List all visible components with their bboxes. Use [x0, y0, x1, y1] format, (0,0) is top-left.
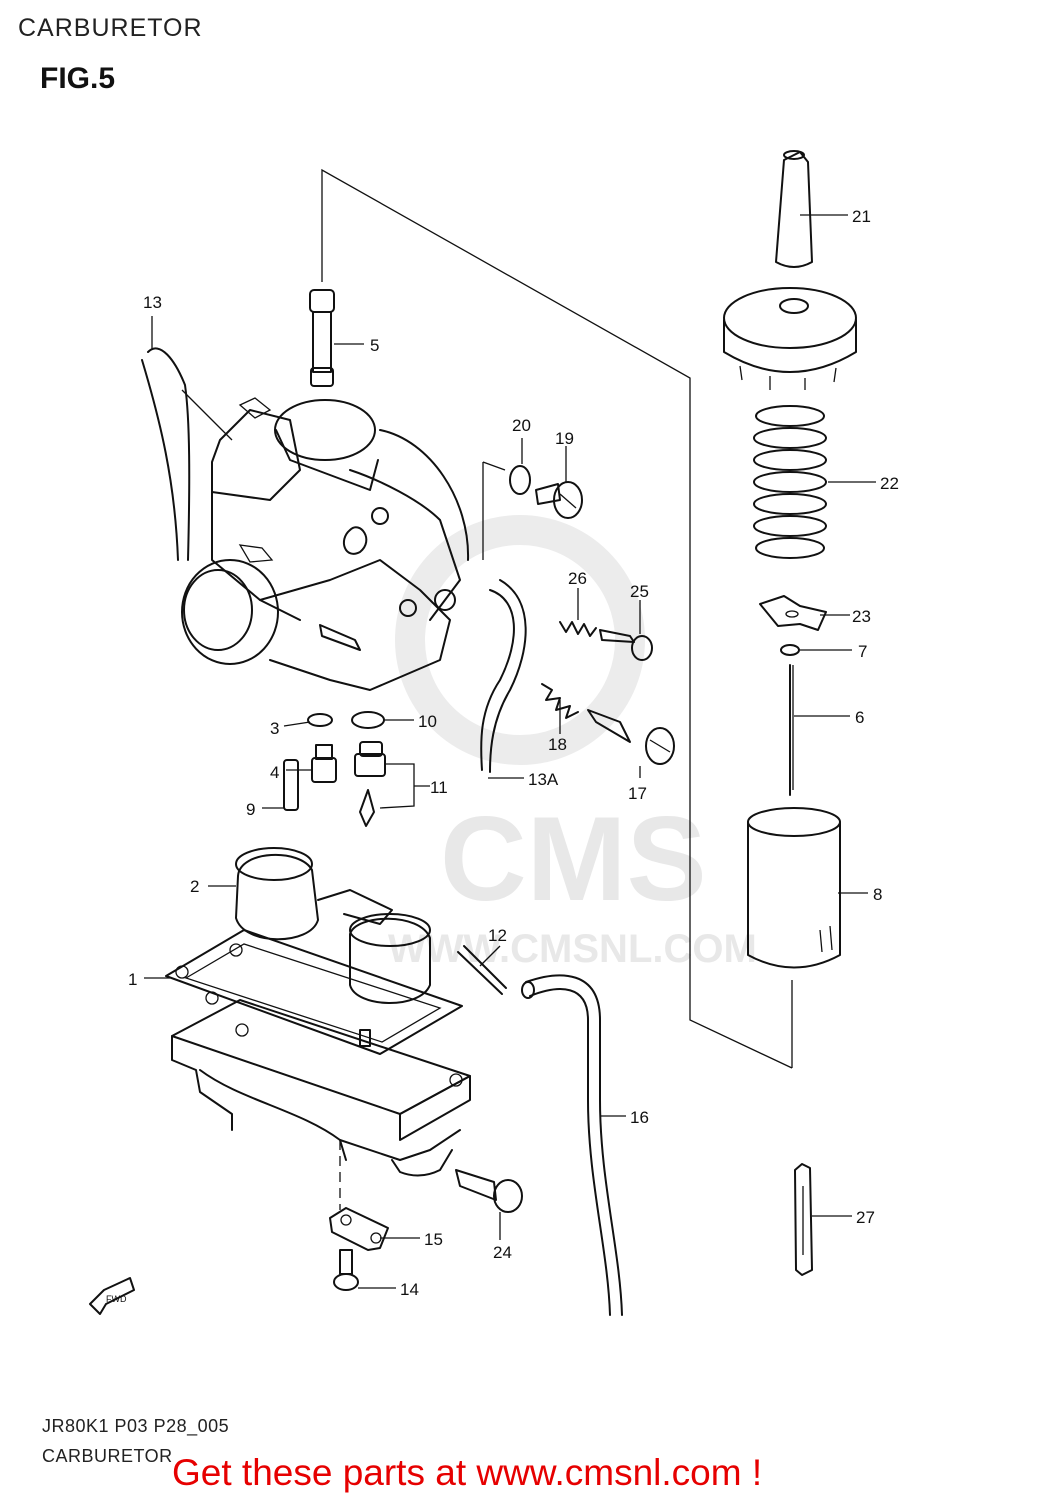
part-26-spring	[559, 621, 597, 637]
part-24-drain-screw	[455, 1169, 523, 1213]
fwd-label: FWD	[106, 1294, 127, 1304]
callout-25: 25	[630, 582, 649, 601]
callout-21: 21	[852, 207, 871, 226]
part-1-gasket	[165, 929, 463, 1055]
callout-20: 20	[512, 416, 531, 435]
part-19-screw	[535, 481, 583, 519]
callout-labels: 1 2 3 4 5 6 7 8 9 10 11 12 13 13A 14 15 …	[128, 207, 899, 1299]
diagram-name: CARBURETOR	[42, 1446, 173, 1466]
part-21-cable-boot	[775, 150, 813, 268]
callout-17: 17	[628, 784, 647, 803]
callout-18: 18	[548, 735, 567, 754]
part-9-pilot-jet	[283, 759, 299, 811]
watermark: CMS WWW.CMSNL.COM	[388, 515, 757, 971]
part-10-washer	[351, 711, 385, 729]
diagram-code: JR80K1 P03 P28_005	[42, 1416, 230, 1436]
part-6-jet-needle	[789, 664, 794, 796]
callout-7: 7	[858, 642, 867, 661]
callout-27: 27	[856, 1208, 875, 1227]
callout-12: 12	[488, 926, 507, 945]
part-top-cap	[723, 287, 857, 390]
part-18-spring	[541, 683, 579, 719]
callout-19: 19	[555, 429, 574, 448]
watermark-url: WWW.CMSNL.COM	[388, 927, 757, 971]
callout-24: 24	[493, 1243, 512, 1262]
part-15-bracket	[329, 1207, 389, 1251]
watermark-brand: CMS	[440, 792, 707, 926]
part-20-o-ring	[509, 465, 531, 495]
part-16-drain-hose	[521, 974, 623, 1316]
part-23-needle-retainer	[759, 595, 827, 631]
page-title: CARBURETOR	[18, 14, 203, 42]
callout-5: 5	[370, 336, 379, 355]
callout-14: 14	[400, 1280, 419, 1299]
callout-13: 13	[143, 293, 162, 312]
callout-6: 6	[855, 708, 864, 727]
part-13-vent-hose	[141, 347, 191, 561]
callout-15: 15	[424, 1230, 443, 1249]
reference-frame	[321, 168, 793, 1210]
part-14-screw	[333, 1249, 359, 1291]
callout-13a: 13A	[528, 770, 559, 789]
promo-link[interactable]: Get these parts at www.cmsnl.com !	[172, 1452, 763, 1493]
part-3-washer	[307, 713, 333, 727]
part-2-float	[235, 847, 431, 1004]
leader-lines	[144, 214, 876, 1289]
callout-26: 26	[568, 569, 587, 588]
part-4-main-jet	[311, 744, 337, 783]
callout-8: 8	[873, 885, 882, 904]
float-chamber	[171, 999, 471, 1177]
callout-4: 4	[270, 763, 279, 782]
part-12-float-pin	[457, 945, 507, 995]
callout-23: 23	[852, 607, 871, 626]
callout-3: 3	[270, 719, 279, 738]
figure-number: FIG.5	[40, 62, 116, 95]
part-27-bracket	[794, 1163, 813, 1276]
part-5-cable-adjuster	[309, 289, 335, 387]
fwd-arrow: FWD	[89, 1277, 135, 1315]
carburetor-body	[181, 397, 470, 691]
part-11-needle-valve	[354, 741, 386, 827]
callout-9: 9	[246, 800, 255, 819]
part-17-air-screw	[587, 709, 675, 765]
part-25-pilot-screw	[599, 629, 653, 661]
callout-11: 11	[430, 778, 448, 797]
callout-1: 1	[128, 970, 137, 989]
callout-16: 16	[630, 1108, 649, 1127]
part-22-spring	[753, 405, 827, 559]
part-7-clip	[780, 644, 800, 656]
callout-22: 22	[880, 474, 899, 493]
part-13a-hose	[480, 579, 527, 773]
callout-2: 2	[190, 877, 199, 896]
callout-10: 10	[418, 712, 437, 731]
part-8-throttle-valve	[747, 807, 841, 969]
